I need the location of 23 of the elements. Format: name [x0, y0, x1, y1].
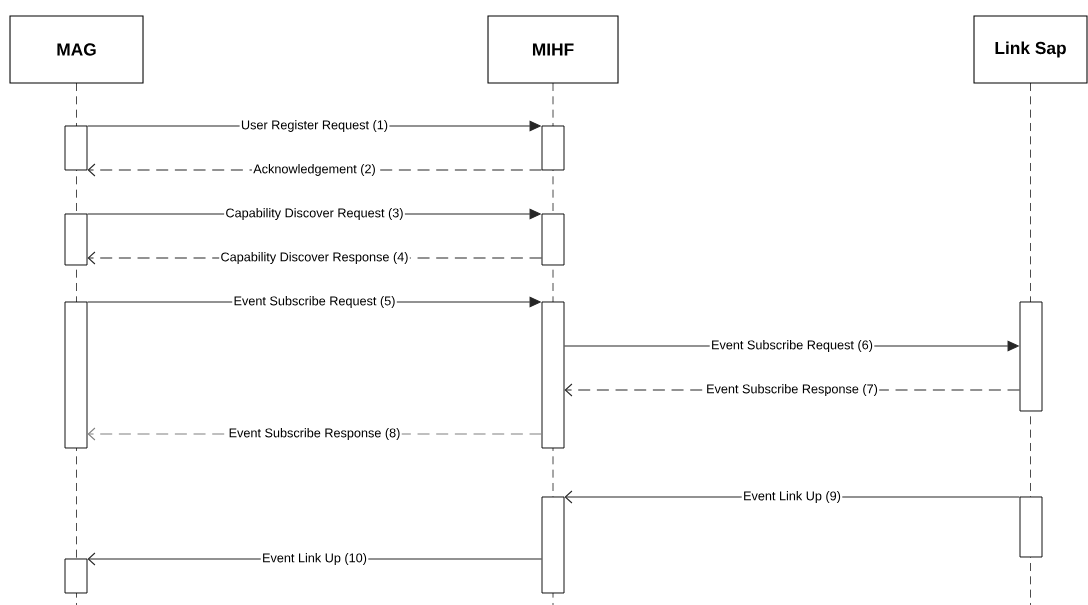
message-label: Event Subscribe Request (5)	[232, 294, 397, 310]
activation-bar	[1019, 496, 1043, 558]
message-label: Capability Discover Request (3)	[224, 206, 405, 222]
message-label: Event Subscribe Response (7)	[704, 382, 880, 398]
lifeline-head: Link Sap	[973, 15, 1088, 84]
activation-bar	[64, 125, 88, 171]
activation-bar	[64, 558, 88, 594]
activation-bar	[541, 301, 565, 449]
activation-bar	[64, 301, 88, 449]
message-label: Acknowledgement (2)	[251, 162, 378, 178]
lifeline-head: MIHF	[487, 15, 619, 84]
message-label: Event Link Up (9)	[741, 489, 843, 505]
activation-bar	[541, 125, 565, 171]
activation-bar	[541, 496, 565, 594]
message-label: Event Link Up (10)	[260, 551, 369, 567]
message-label: Capability Discover Response (4)	[219, 250, 410, 266]
message-label: Event Subscribe Response (8)	[227, 426, 402, 442]
message-label: User Register Request (1)	[239, 118, 390, 134]
activation-bar	[64, 213, 88, 266]
activation-bar	[1019, 301, 1043, 412]
activation-bar	[541, 213, 565, 266]
lifeline-head: MAG	[9, 15, 144, 84]
message-label: Event Subscribe Request (6)	[709, 338, 875, 354]
